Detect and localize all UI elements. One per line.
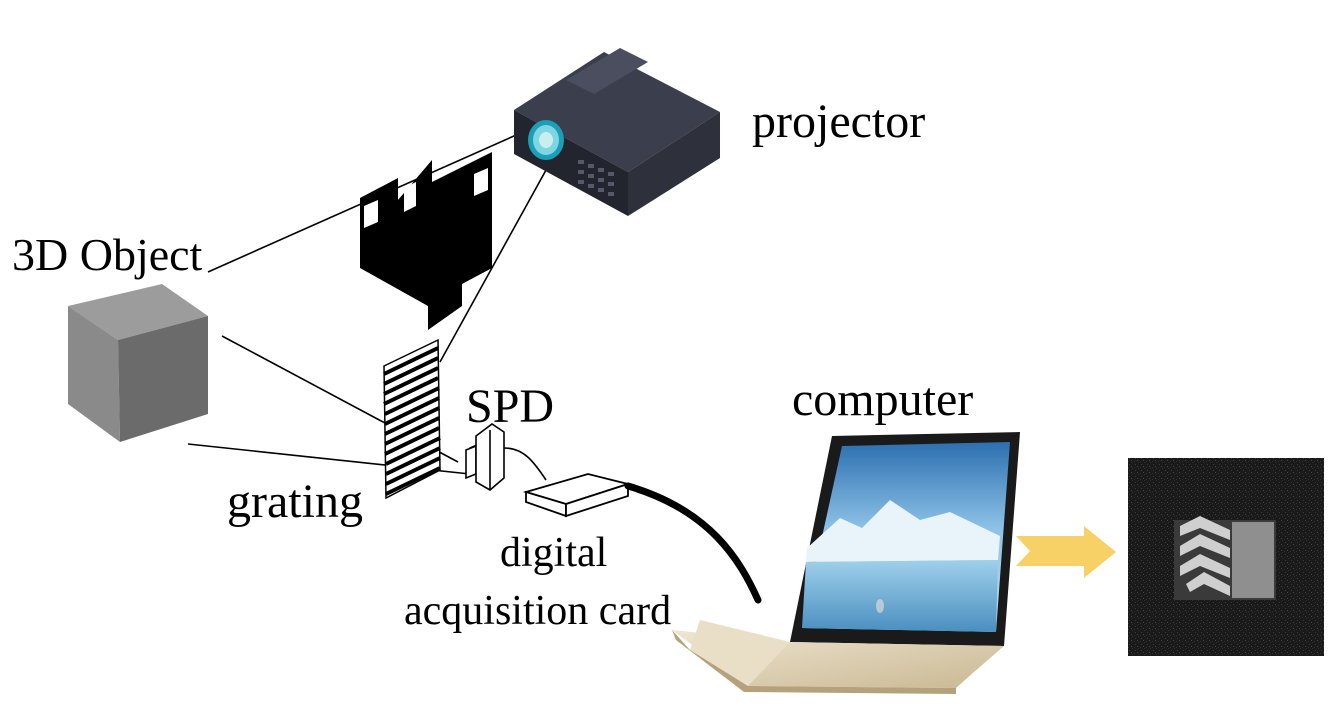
computer-label: computer <box>792 373 974 426</box>
projector-icon <box>514 48 720 216</box>
acquisition-card-label-line1: digital <box>500 530 608 576</box>
spd-label: SPD <box>466 380 555 433</box>
laptop-icon <box>672 432 1020 694</box>
right-arrow-icon <box>1016 526 1116 578</box>
grating-label: grating <box>227 475 363 528</box>
projector-label: projector <box>752 95 926 148</box>
projected-pattern <box>360 152 492 330</box>
grating <box>383 338 441 500</box>
reconstructed-image <box>1128 458 1324 656</box>
spd-detector <box>465 423 505 491</box>
cube-icon <box>68 284 208 442</box>
data-cable <box>624 482 762 604</box>
acquisition-card-box <box>522 473 632 518</box>
acquisition-card-label-line2: acquisition card <box>404 588 672 634</box>
object-label: 3D Object <box>12 229 203 280</box>
spd-cable <box>503 447 547 481</box>
